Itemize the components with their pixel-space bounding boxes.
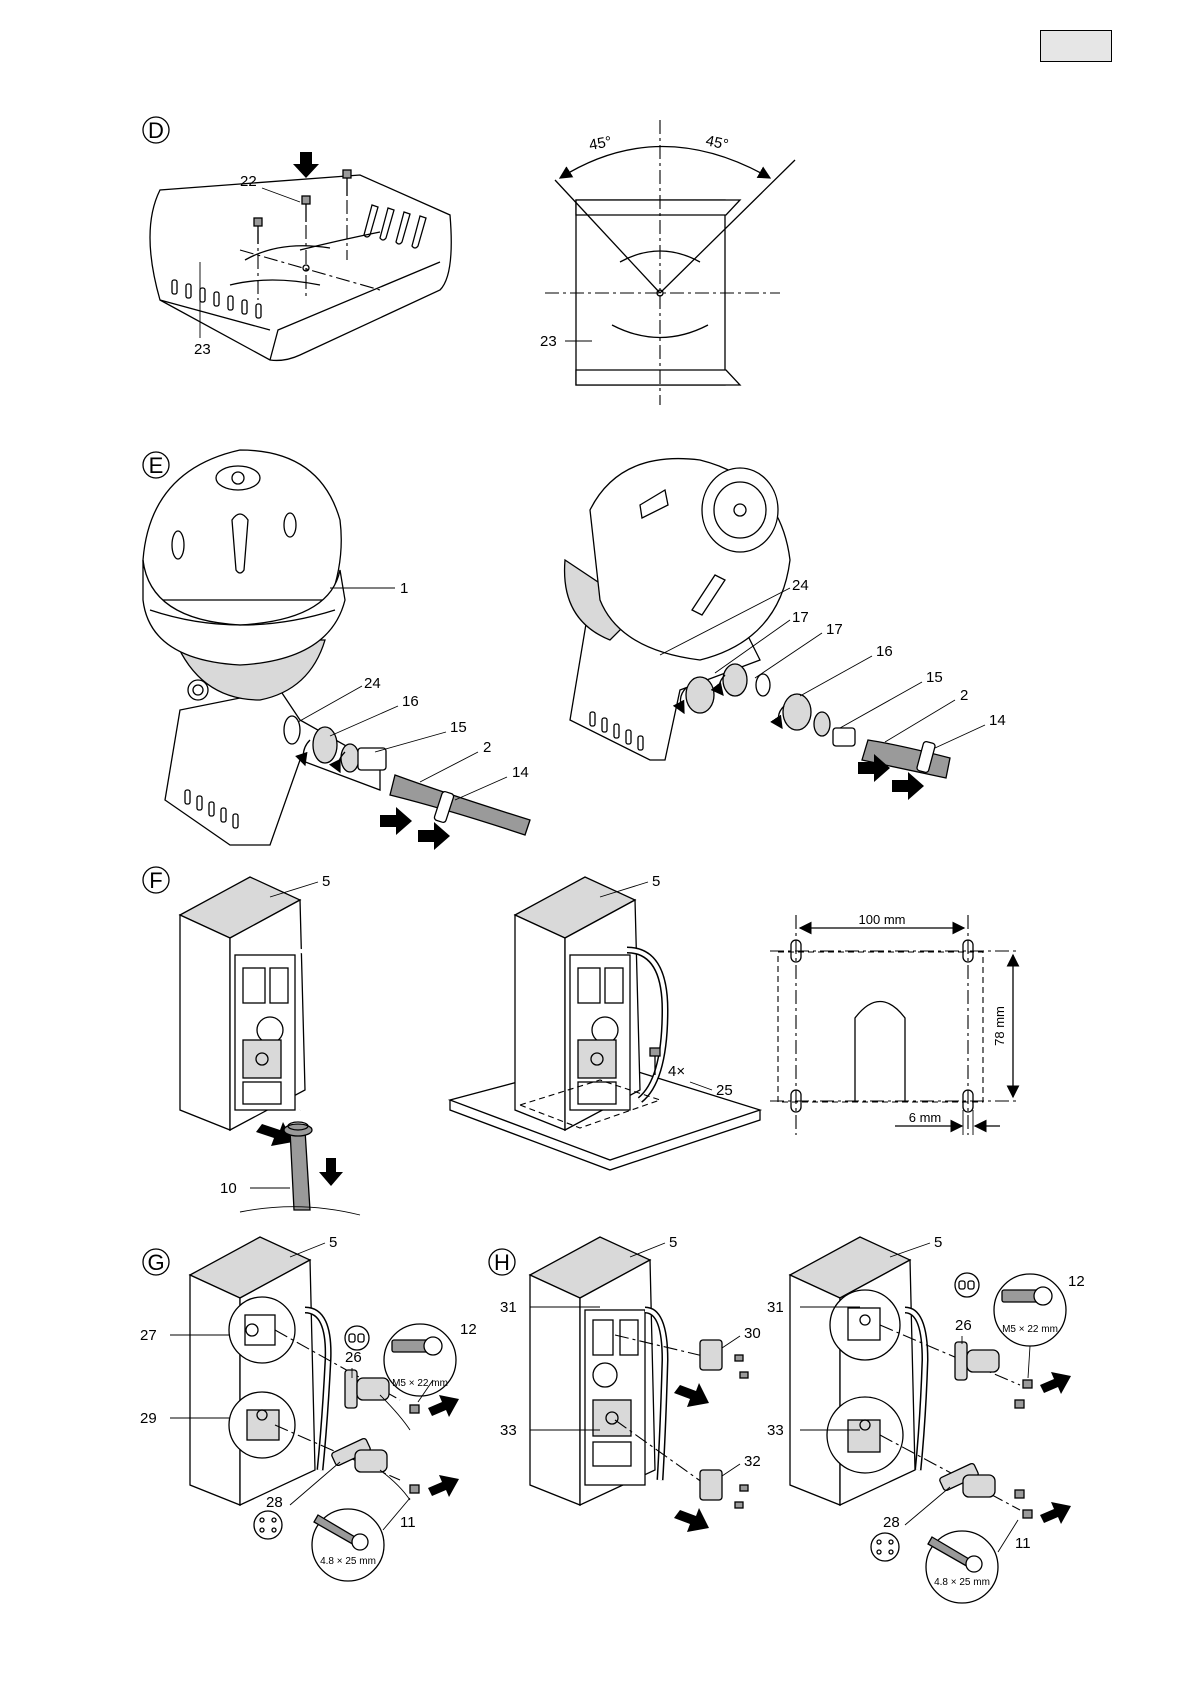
screw-wood-i: 4.8 × 25 mm	[934, 1577, 990, 1588]
label-16-left: 16	[402, 693, 419, 710]
dimension-slot: 6 mm	[909, 1110, 942, 1125]
label-27: 27	[140, 1327, 157, 1344]
label-5-h: 5	[669, 1234, 677, 1251]
section-h-label: H	[494, 1250, 510, 1275]
label-26-i: 26	[955, 1317, 972, 1334]
section-e: E	[143, 450, 1006, 850]
section-h-install: 5 31 33 26 12 M5 × 22 mm 28 11 4.8 × 25 …	[767, 1234, 1085, 1603]
bracket-top-view	[545, 120, 795, 405]
label-29: 29	[140, 1410, 157, 1427]
label-1: 1	[400, 580, 408, 597]
drilling-template	[770, 915, 1020, 1135]
section-g-label: G	[147, 1250, 164, 1275]
screw-wood-g: 4.8 × 25 mm	[320, 1556, 376, 1567]
label-15-left: 15	[450, 719, 467, 736]
label-12-i: 12	[1068, 1273, 1085, 1290]
bracket-perspective-drawing	[150, 152, 451, 360]
section-d: D	[143, 117, 795, 405]
label-14-right: 14	[989, 712, 1006, 729]
dimension-height: 78 mm	[992, 1006, 1007, 1046]
junction-box-mounted	[450, 877, 760, 1170]
label-23-top: 23	[540, 333, 557, 350]
label-23-perspective: 23	[194, 341, 211, 358]
label-31-i: 31	[767, 1299, 784, 1316]
label-11-g: 11	[400, 1514, 416, 1531]
section-d-label: D	[148, 118, 164, 143]
section-h: H	[489, 1234, 761, 1532]
label-17-a: 17	[792, 609, 809, 626]
pump-device-left	[143, 450, 530, 850]
label-5-f-mid: 5	[652, 873, 660, 890]
screw-m5-i: M5 × 22 mm	[1002, 1324, 1058, 1335]
page-corner-marker	[1040, 30, 1112, 62]
label-5-f-left: 5	[322, 873, 330, 890]
angle-left: 45°	[588, 133, 613, 154]
screw-m5-g: M5 × 22 mm	[392, 1378, 448, 1389]
label-22: 22	[240, 173, 257, 190]
junction-box-g	[190, 1237, 459, 1581]
label-2-left: 2	[483, 739, 491, 756]
label-14-left: 14	[512, 764, 529, 781]
label-16-right: 16	[876, 643, 893, 660]
section-g: G	[140, 1234, 477, 1581]
label-24-right: 24	[792, 577, 809, 594]
label-5-i: 5	[934, 1234, 942, 1251]
label-28-g: 28	[266, 1494, 283, 1511]
label-31-h: 31	[500, 1299, 517, 1316]
label-26-g: 26	[345, 1349, 362, 1366]
section-e-label: E	[149, 453, 164, 478]
label-10: 10	[220, 1180, 237, 1197]
label-32: 32	[744, 1453, 761, 1470]
label-11-i: 11	[1015, 1535, 1031, 1552]
junction-box-left	[180, 877, 360, 1215]
label-5-g: 5	[329, 1234, 337, 1251]
section-f-label: F	[149, 868, 162, 893]
dimension-width: 100 mm	[859, 912, 906, 927]
label-15-right: 15	[926, 669, 943, 686]
label-33-i: 33	[767, 1422, 784, 1439]
label-25: 25	[716, 1082, 733, 1099]
label-17-b: 17	[826, 621, 843, 638]
junction-box-h	[530, 1237, 748, 1532]
angle-right: 45°	[704, 132, 730, 153]
pump-device-right	[565, 459, 950, 800]
label-33-h: 33	[500, 1422, 517, 1439]
label-28-i: 28	[883, 1514, 900, 1531]
quantity-4x: 4×	[668, 1063, 685, 1080]
label-2-right: 2	[960, 687, 968, 704]
section-f: F	[143, 867, 1020, 1215]
label-24-left: 24	[364, 675, 381, 692]
label-12-g: 12	[460, 1321, 477, 1338]
label-30: 30	[744, 1325, 761, 1342]
